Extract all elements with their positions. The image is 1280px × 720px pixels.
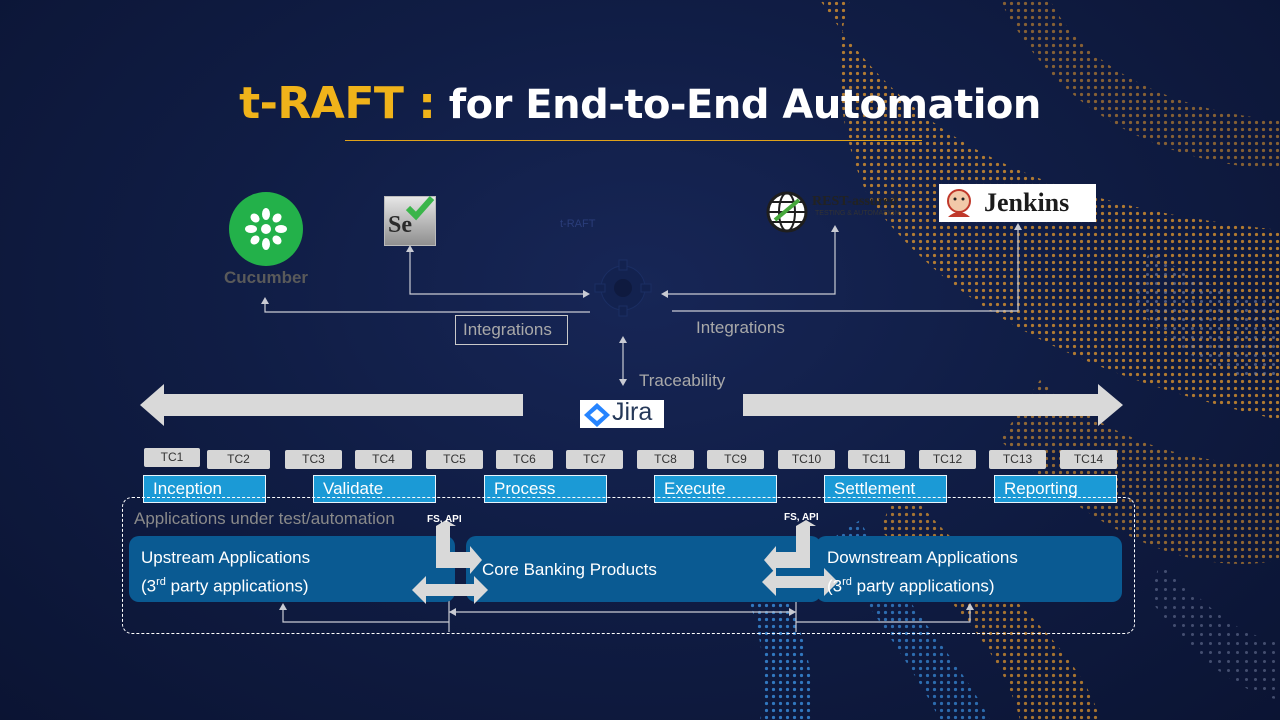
jenkins-label: Jenkins [984,188,1070,217]
cucumber-label: Cucumber [223,268,309,287]
integrations-label-left: Integrations [463,320,552,339]
applications-region [122,497,1135,634]
downstream-line2: (3rd party applications) [827,576,995,596]
traceability-label: Traceability [639,371,726,390]
integrations-label-right: Integrations [696,318,785,337]
test-case-tc13: TC13 [989,450,1046,469]
test-case-tc2: TC2 [207,450,270,469]
test-case-tc4: TC4 [355,450,412,469]
title-brand: t-RAFT : [239,78,436,129]
left-connector-arrows [412,520,488,604]
rest-assured-label: REST-assured [812,194,898,209]
jira-icon [584,403,610,427]
test-case-tc12: TC12 [919,450,976,469]
selenium-label: Se [388,212,412,238]
test-case-tc14: TC14 [1060,450,1117,469]
cucumber-icon [245,208,287,250]
downstream-line1: Downstream Applications [827,548,1018,567]
center-logo-label: t-RAFT [560,218,596,230]
globe-icon [766,191,808,233]
upstream-line2: (3rd party applications) [141,576,309,596]
rest-assured-tagline: TESTING & AUTOMATION [815,210,900,217]
test-case-tc6: TC6 [496,450,553,469]
title-underline [345,140,922,141]
title-rest: for End-to-End Automation [448,82,1042,128]
test-case-tc10: TC10 [778,450,835,469]
stage-execute: Execute [654,475,777,503]
jenkins-butler-icon [947,189,971,217]
traft-logo-icon [594,259,652,317]
test-case-tc1: TC1 [144,448,200,467]
test-case-tc9: TC9 [707,450,764,469]
right-connector-arrows [762,520,838,596]
downstream-applications-block [816,536,1122,602]
test-case-tc11: TC11 [848,450,905,469]
stage-process: Process [484,475,607,503]
slide-title: t-RAFT : for End-to-End Automation [0,78,1280,129]
left-flow-arrow [140,384,523,426]
stage-reporting: Reporting [994,475,1117,503]
test-case-tc5: TC5 [426,450,483,469]
upstream-applications-block [129,536,455,602]
downstream-applications-text: Downstream Applications (3rd party appli… [827,546,1018,599]
integrations-box [455,315,568,345]
left-connector-label: FS, API [427,514,462,525]
test-case-tc7: TC7 [566,450,623,469]
applications-region-title: Applications under test/automation [134,509,395,528]
right-flow-arrow [743,384,1123,426]
stage-validate: Validate [313,475,436,503]
upstream-applications-text: Upstream Applications (3rd party applica… [141,546,310,599]
checkmark-icon [405,196,435,221]
test-case-tc8: TC8 [637,450,694,469]
stage-inception: Inception [143,475,266,503]
right-connector-label: FS, API [784,512,819,523]
cucumber-logo [229,192,303,266]
core-banking-block [466,536,821,602]
stage-settlement: Settlement [824,475,947,503]
upstream-line1: Upstream Applications [141,548,311,567]
jira-label: Jira [612,398,653,426]
test-case-tc3: TC3 [285,450,342,469]
core-banking-text: Core Banking Products [482,560,657,579]
